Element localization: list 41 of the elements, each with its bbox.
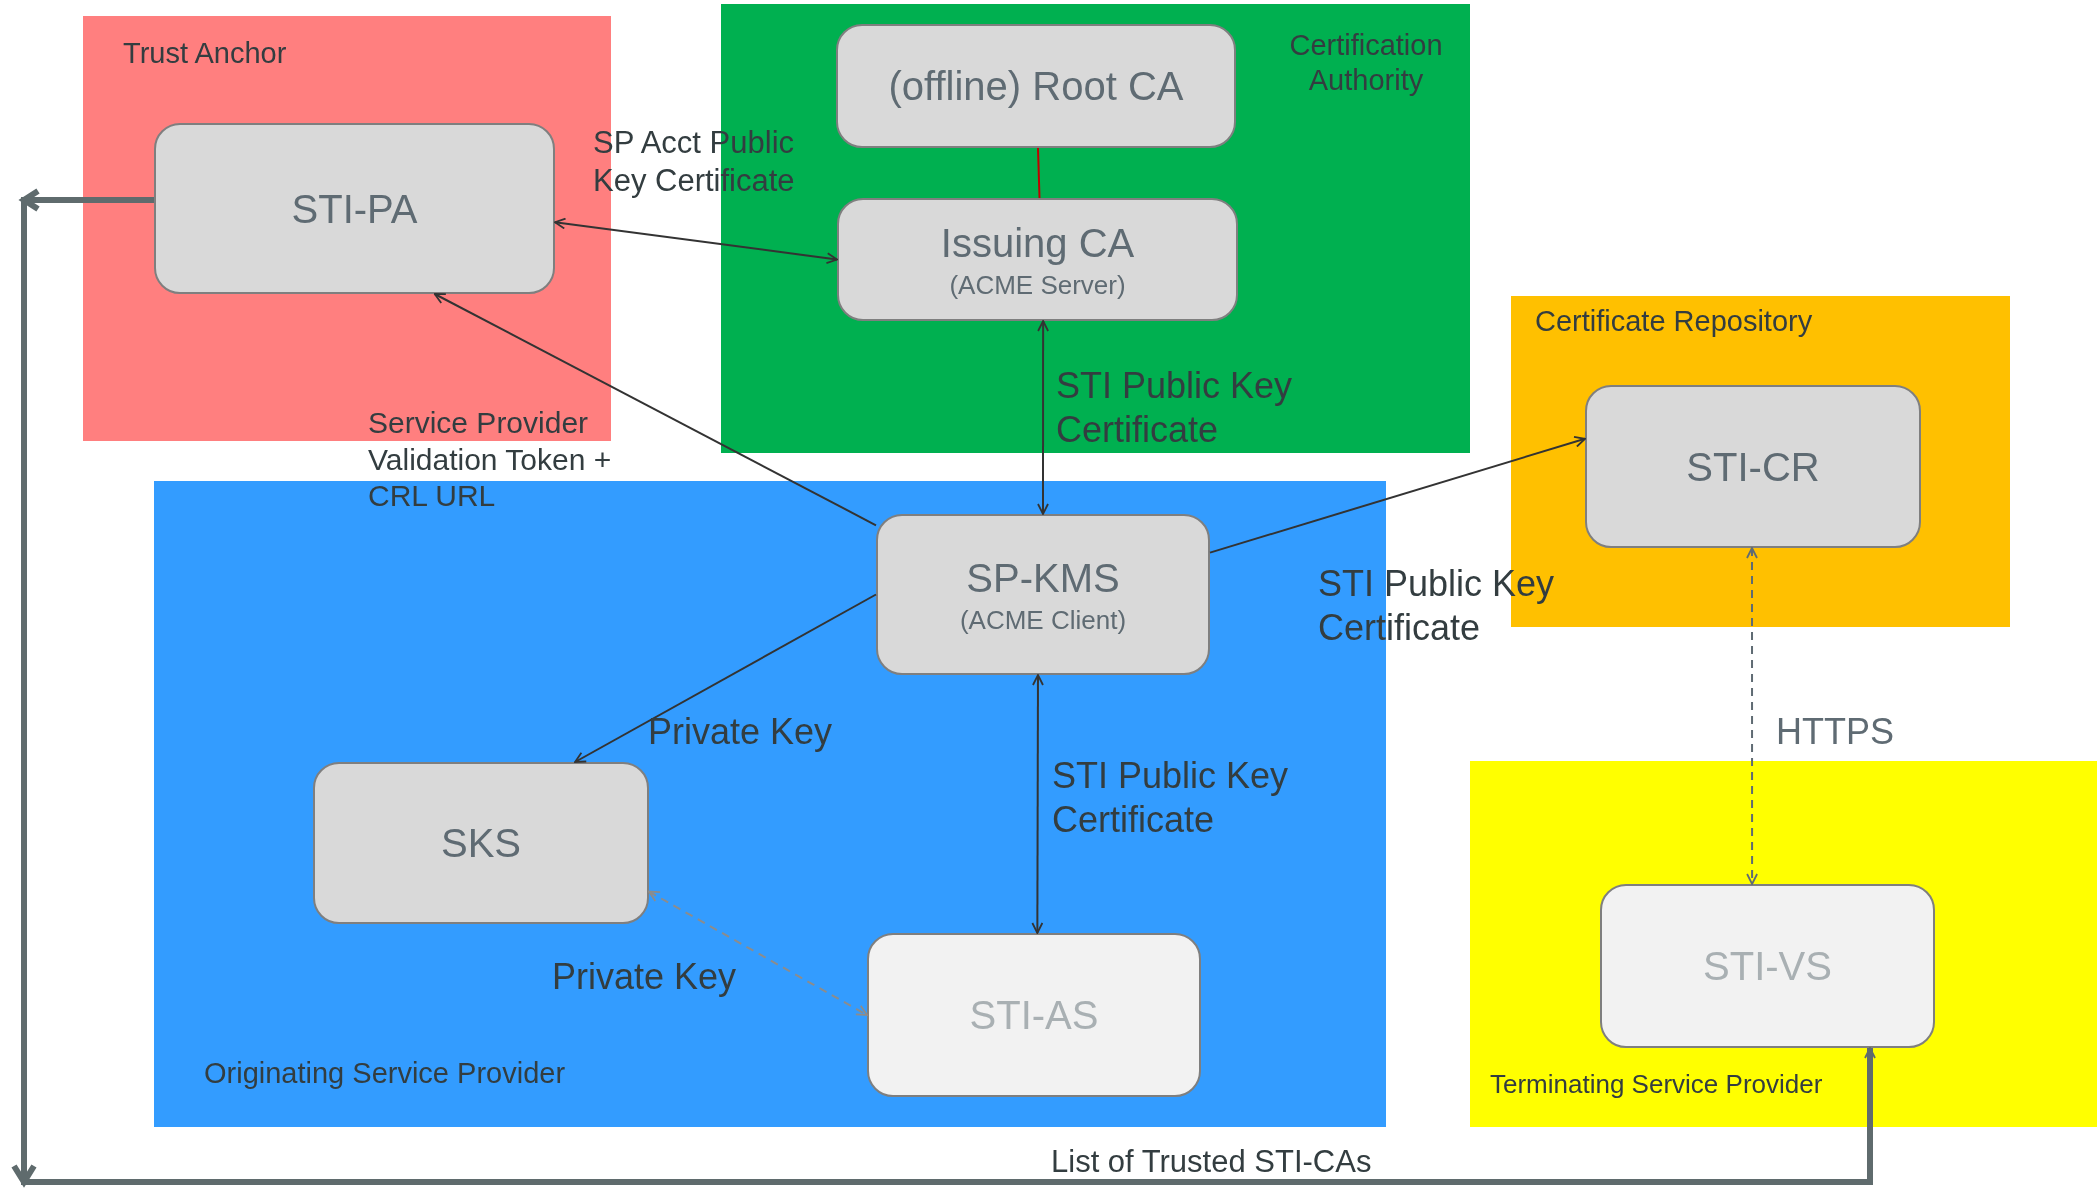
region-title: Terminating Service Provider [1490,1069,1824,1101]
region-title: Certification Authority [1288,28,1444,98]
process-box [313,762,649,924]
process-box [1585,385,1921,548]
box-label: STI-AS [969,992,1099,1039]
process-box [876,514,1210,675]
arrow [433,293,877,527]
box-label: SKS [440,820,521,867]
edge-label: Private Key [552,955,738,999]
process-box [154,123,555,294]
process-box [867,933,1201,1097]
region-title: Certificate Repository [1535,304,1814,339]
edge-label: List of Trusted STI-CAs [1051,1143,1373,1181]
edge-label: STI Public Key Certificate [1056,364,1294,452]
box-sublabel: (ACME Client) [959,603,1127,637]
process-box [1600,884,1935,1048]
box-label: Issuing CA [940,219,1135,267]
box-label: SP-KMS [966,554,1120,602]
region-title: Originating Service Provider [204,1056,567,1091]
arrow [1031,674,1044,934]
process-box [836,24,1236,148]
box-label: STI-VS [1703,943,1832,990]
box-label: (offline) Root CA [888,63,1184,110]
arrow [1746,547,1758,885]
edge-label: HTTPS [1776,710,1895,754]
region-panel [1470,761,2097,1127]
edge-label: Service Provider Validation Token + CRL URL [368,405,613,515]
arrow [1037,320,1049,515]
region-title: Trust Anchor [123,36,288,71]
box-label: STI-CR [1686,443,1820,491]
edge-label: Private Key [648,710,834,754]
arrow [11,187,1876,1188]
edge-label: STI Public Key Certificate [1052,754,1290,842]
box-sublabel: (ACME Server) [949,268,1126,302]
arrow [1209,436,1586,554]
box-label: STI-PA [291,185,418,233]
arrow [574,593,877,763]
process-box [837,198,1238,321]
arrow [554,217,838,265]
arrow [648,890,868,1016]
connector-line [1037,147,1041,199]
